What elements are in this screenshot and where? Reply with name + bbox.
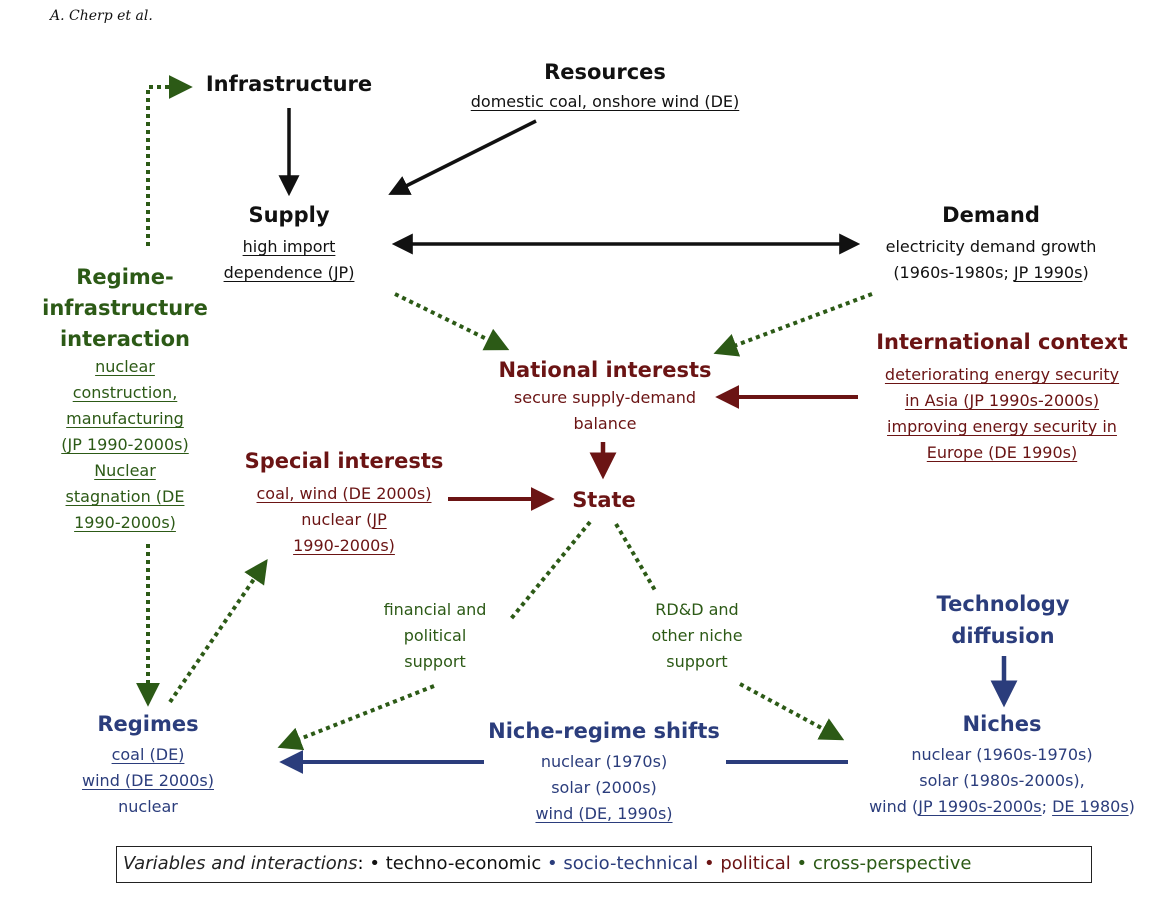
- demand-line-1: electricity demand growth: [885, 237, 1097, 256]
- special-interests-detail: coal, wind (DE 2000s) nuclear (JP 1990-2…: [256, 484, 432, 555]
- national-interests-detail: secure supply-demand balance: [513, 388, 697, 433]
- legend-bullet-techno: •: [369, 853, 380, 874]
- niche-regime-shifts-detail: nuclear (1970s) solar (2000s) wind (DE, …: [535, 752, 673, 823]
- legend-bullet-cross: •: [796, 853, 808, 874]
- legend-prefix: Variables and interactions: [123, 853, 358, 874]
- legend-bullet-political: •: [703, 853, 715, 874]
- legend-political: political: [720, 853, 791, 874]
- arrow-resources-to-supply: [388, 119, 537, 195]
- demand-title: Demand: [942, 203, 1040, 227]
- resources-detail: domestic coal, onshore wind (DE): [470, 92, 740, 111]
- regime-infrastructure-detail: nuclear construction, manufacturing (JP …: [61, 357, 189, 532]
- author-header: A. Cherp et al.: [50, 8, 153, 24]
- legend-techno-economic: techno-economic: [385, 853, 542, 874]
- legend-box: Variables and interactions: • techno-eco…: [116, 846, 1092, 883]
- arrow-financial-to-regimes: [277, 684, 435, 751]
- niche-regime-shifts-title: Niche-regime shifts: [488, 719, 720, 743]
- infrastructure-title: Infrastructure: [205, 72, 373, 96]
- international-context-title: International context: [876, 330, 1128, 354]
- arrow-regimes-to-special: [168, 559, 268, 704]
- legend-cross-perspective: cross-perspective: [812, 853, 972, 874]
- demand-line-2: (1960s-1980s; JP 1990s): [893, 263, 1089, 282]
- regime-infrastructure-title: Regime- infrastructure interaction: [42, 265, 208, 351]
- supply-detail: high import dependence (JP): [224, 234, 355, 286]
- legend-socio-technical: socio-technical: [563, 853, 699, 874]
- line-state-to-financial: [508, 520, 592, 622]
- supply-title: Supply: [248, 203, 330, 227]
- financial-support-label: financial and political support: [383, 600, 487, 671]
- demand-detail: electricity demand growth (1960s-1980s; …: [886, 234, 1097, 286]
- national-interests-title: National interests: [498, 358, 712, 382]
- niches-detail: nuclear (1960s-1970s) solar (1980s-2000s…: [869, 745, 1135, 816]
- legend-bullet-socio: •: [546, 853, 558, 874]
- technology-diffusion-title: Technology diffusion: [936, 592, 1070, 648]
- arrow-demand-to-national: [713, 292, 873, 357]
- niches-title: Niches: [962, 712, 1042, 736]
- resources-title: Resources: [544, 60, 666, 84]
- legend-colon: :: [357, 853, 370, 874]
- supply-line-1: high import: [242, 237, 336, 256]
- state-title: State: [572, 488, 636, 512]
- arrow-rdd-to-niches: [739, 682, 845, 741]
- line-state-to-rdd: [614, 522, 658, 594]
- special-interests-title: Special interests: [244, 449, 444, 473]
- regimes-title: Regimes: [97, 712, 199, 736]
- supply-line-2: dependence (JP): [223, 263, 355, 282]
- rdd-support-label: RD&D and other niche support: [651, 600, 743, 671]
- arrow-supply-to-national: [394, 292, 510, 351]
- regimes-detail: coal (DE) wind (DE 2000s) nuclear: [82, 745, 214, 816]
- arrow-regime-infra-to-infrastructure: [146, 75, 193, 246]
- international-context-detail: deteriorating energy security in Asia (J…: [884, 365, 1120, 462]
